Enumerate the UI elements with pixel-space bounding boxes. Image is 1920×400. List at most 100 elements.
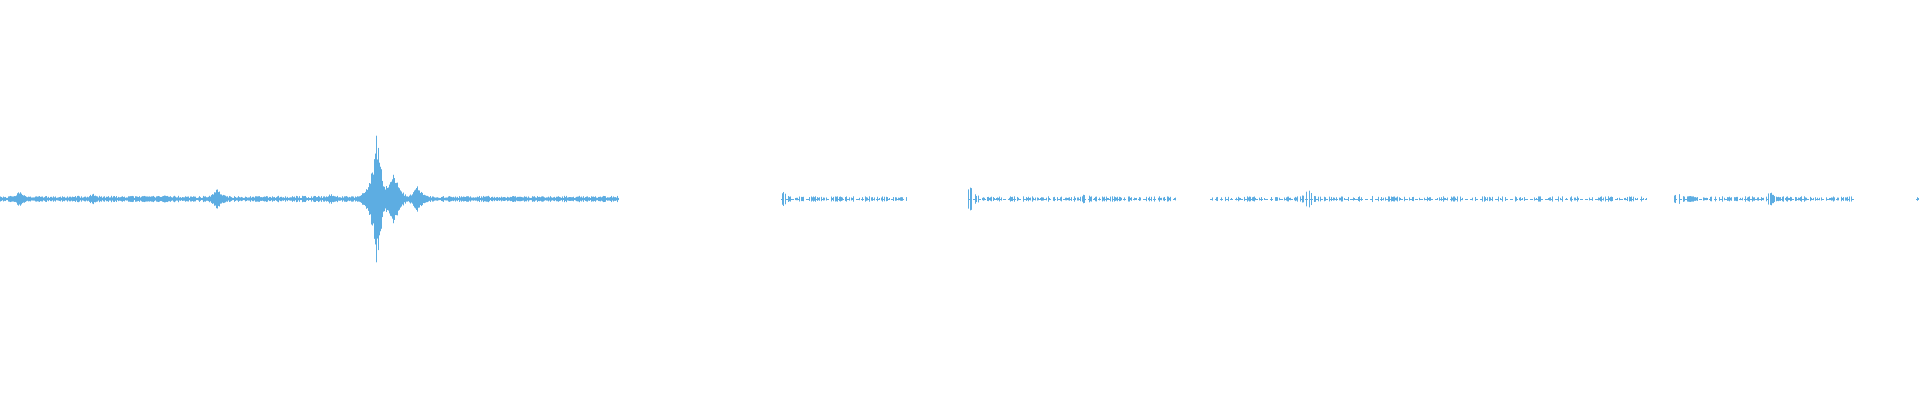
waveform-sample-bar [252,196,253,202]
waveform-sample-bar [1761,197,1762,201]
waveform-sample-bar [24,195,25,203]
waveform-sample-bar [785,193,786,205]
waveform-sample-bar [43,197,44,201]
waveform-sample-bar [1042,197,1043,201]
waveform-sample-bar [358,196,359,202]
waveform-sample-bar [1791,197,1792,201]
waveform-sample-bar [1259,197,1260,201]
waveform-sample-bar [276,197,277,201]
waveform-sample-bar [1730,197,1731,201]
waveform-sample-bar [23,195,24,203]
waveform-sample-bar [184,197,185,201]
waveform-sample-bar [1253,196,1254,202]
waveform-sample-bar [869,196,870,202]
waveform-sample-bar [427,195,428,203]
waveform-sample-bar [450,196,451,202]
waveform-sample-bar [1400,198,1401,200]
waveform-sample-bar [195,196,196,202]
waveform-sample-bar [1043,197,1044,201]
waveform-sample-bar [187,196,188,202]
waveform-sample-bar [483,195,484,203]
waveform-sample-bar [1239,197,1240,201]
waveform-sample-bar [1646,198,1647,200]
waveform-sample-bar [1846,197,1847,201]
waveform-sample-bar [1693,196,1694,202]
waveform-sample-bar [282,197,283,201]
waveform-sample-bar [1027,197,1028,201]
waveform-sample-bar [1430,197,1431,201]
waveform-sample-bar [1771,192,1772,206]
waveform-sample-bar [898,197,899,201]
waveform-sample-bar [1010,196,1011,202]
waveform-sample-bar [326,196,327,202]
waveform-sample-bar [388,187,389,211]
waveform-sample-bar [1026,197,1027,201]
waveform-sample-bar [61,197,62,201]
waveform-sample-bar [294,196,295,202]
waveform-sample-bar [425,195,426,203]
waveform-sample-bar [1053,197,1054,201]
waveform-sample-bar [1519,197,1520,201]
waveform-sample-bar [406,196,407,202]
waveform-sample-bar [194,196,195,202]
waveform-sample-bar [129,196,130,202]
waveform-sample-bar [60,196,61,202]
waveform-sample-bar [1728,197,1729,201]
waveform-sample-bar [380,166,381,232]
waveform-sample-bar [396,182,397,216]
waveform-sample-bar [273,197,274,201]
waveform-sample-bar [1612,196,1613,202]
waveform-sample-bar [462,197,463,201]
waveform-sample-bar [191,196,192,202]
waveform-sample-bar [438,197,439,201]
waveform-sample-bar [602,196,603,202]
waveform-sample-bar [600,196,601,202]
waveform-sample-bar [384,186,385,212]
waveform-sample-bar [513,196,514,202]
waveform-sample-bar [160,196,161,202]
waveform-sample-bar [604,196,605,202]
waveform-sample-bar [1358,197,1359,201]
waveform-sample-bar [1049,198,1050,200]
waveform-sample-bar [1296,197,1297,201]
waveform-sample-bar [1348,196,1349,202]
waveform-sample-bar [30,196,31,202]
waveform-sample-bar [1443,196,1444,202]
waveform-sample-bar [1069,197,1070,201]
waveform-sample-bar [298,197,299,201]
waveform-sample-bar [598,196,599,202]
waveform-sample-bar [545,197,546,201]
waveform-sample-bar [1306,191,1307,207]
waveform-sample-bar [566,195,567,203]
waveform-sample-bar [1037,197,1038,201]
waveform-sample-bar [144,195,145,203]
waveform-sample-bar [234,196,235,202]
waveform-sample-bar [595,196,596,202]
waveform-sample-bar [480,197,481,201]
waveform-sample-bar [140,197,141,201]
waveform-sample-bar [1627,196,1628,202]
waveform-sample-bar [361,195,362,203]
waveform-sample-bar [809,197,810,201]
waveform-sample-bar [609,197,610,201]
waveform-sample-bar [52,197,53,201]
waveform-sample-bar [587,196,588,202]
waveform-sample-bar [846,196,847,202]
waveform-sample-bar [887,197,888,201]
waveform-sample-bar [968,189,969,209]
waveform-sample-bar [505,197,506,201]
waveform-sample-bar [1539,196,1540,202]
waveform-sample-bar [366,189,367,209]
waveform-sample-bar [454,197,455,201]
waveform-sample-bar [1611,196,1612,202]
waveform-sample-bar [46,196,47,202]
waveform-sample-bar [390,182,391,216]
waveform-sample-bar [499,197,500,201]
waveform-sample-bar [988,196,989,202]
waveform-sample-bar [309,197,310,201]
waveform-sample-bar [65,197,66,201]
waveform-sample-bar [1089,195,1090,203]
waveform-sample-bar [1131,197,1132,201]
